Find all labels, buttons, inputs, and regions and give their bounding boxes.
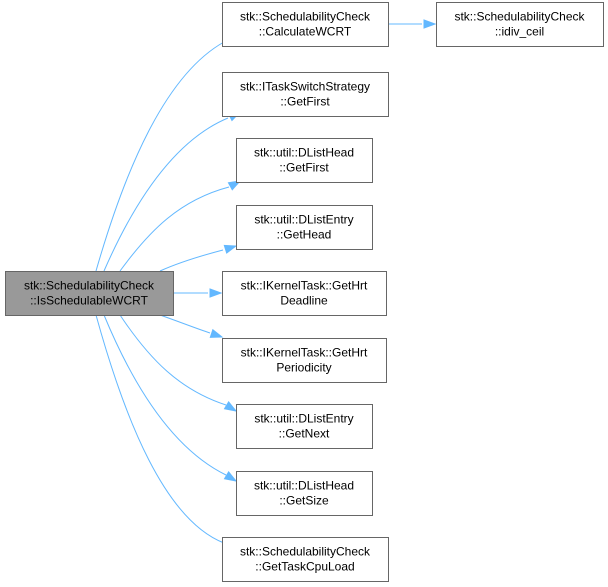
node-label-line-1: stk::util::DListEntry (254, 213, 353, 227)
node-dlisthead_getfirst[interactable]: stk::util::DListHead::GetFirst (236, 138, 373, 183)
node-box (222, 2, 389, 47)
node-box (236, 205, 373, 250)
node-label-line-1: stk::IKernelTask::GetHrt (241, 346, 368, 360)
node-label-line-2: ::GetTaskCpuLoad (255, 560, 354, 574)
node-get_first_strategy[interactable]: stk::ITaskSwitchStrategy::GetFirst (222, 72, 389, 117)
node-label-line-1: stk::util::DListHead (254, 146, 354, 160)
node-box (236, 471, 373, 516)
node-label-line-2: ::GetNext (279, 427, 330, 441)
node-calc_wcrt[interactable]: stk::SchedulabilityCheck::CalculateWCRT (222, 2, 389, 47)
node-box (222, 271, 387, 316)
node-dlistentry_gethead[interactable]: stk::util::DListEntry::GetHead (236, 205, 373, 250)
edge-root-to-get_task_cpu_load (95, 314, 225, 544)
edge-root-to-get_hrt_periodicity (159, 314, 211, 334)
node-box (222, 72, 389, 117)
node-label-line-2: ::GetFirst (280, 95, 330, 109)
node-dlisthead_getsize[interactable]: stk::util::DListHead::GetSize (236, 471, 373, 516)
node-label-line-1: stk::SchedulabilityCheck (240, 545, 371, 559)
edge-root-to-calc_wcrt (95, 41, 225, 272)
node-root[interactable]: stk::SchedulabilityCheck::IsSchedulableW… (5, 271, 174, 316)
node-label-line-2: Periodicity (276, 361, 331, 375)
node-label-line-2: ::CalculateWCRT (259, 25, 352, 39)
node-box (236, 404, 373, 449)
arrowhead-root-to-dlisthead_getsize (223, 471, 238, 482)
node-label-line-1: stk::IKernelTask::GetHrt (241, 279, 368, 293)
node-box (5, 271, 174, 316)
node-label-line-2: Deadline (280, 294, 328, 308)
node-label-line-2: ::GetHead (277, 228, 332, 242)
arrowhead-root-to-dlisthead_getfirst (227, 180, 242, 191)
arrowhead-root-to-get_hrt_deadline (209, 288, 223, 298)
arrowhead-root-to-dlistentry_gethead (223, 244, 238, 254)
edge-root-to-dlistentry_gethead (159, 249, 224, 272)
edge-root-to-dlistentry_getnext (119, 314, 227, 406)
edge-root-to-get_first_strategy (103, 117, 229, 272)
node-box (222, 338, 387, 383)
node-box (222, 537, 389, 582)
node-label-line-2: ::IsSchedulableWCRT (30, 294, 148, 308)
node-box (236, 138, 373, 183)
node-label-line-1: stk::SchedulabilityCheck (454, 10, 585, 24)
node-label-line-2: ::idiv_ceil (495, 25, 544, 39)
arrowhead-root-to-get_hrt_periodicity (209, 328, 224, 338)
node-label-line-2: ::GetSize (279, 494, 329, 508)
node-box (436, 2, 604, 47)
edge-root-to-dlisthead_getsize (103, 314, 227, 476)
node-idiv_ceil[interactable]: stk::SchedulabilityCheck::idiv_ceil (436, 2, 604, 47)
nodes-layer: stk::SchedulabilityCheck::IsSchedulableW… (5, 2, 604, 582)
node-label-line-1: stk::util::DListHead (254, 479, 354, 493)
node-label-line-2: ::GetFirst (279, 161, 329, 175)
node-label-line-1: stk::SchedulabilityCheck (240, 10, 371, 24)
arrowhead-calc_wcrt-to-idiv_ceil (423, 19, 437, 29)
node-get_task_cpu_load[interactable]: stk::SchedulabilityCheck::GetTaskCpuLoad (222, 537, 389, 582)
node-label-line-1: stk::ITaskSwitchStrategy (240, 80, 370, 94)
node-dlistentry_getnext[interactable]: stk::util::DListEntry::GetNext (236, 404, 373, 449)
node-label-line-1: stk::SchedulabilityCheck (24, 279, 155, 293)
node-label-line-1: stk::util::DListEntry (254, 412, 353, 426)
arrowhead-root-to-dlistentry_getnext (223, 401, 238, 412)
edge-root-to-dlisthead_getfirst (119, 186, 230, 272)
